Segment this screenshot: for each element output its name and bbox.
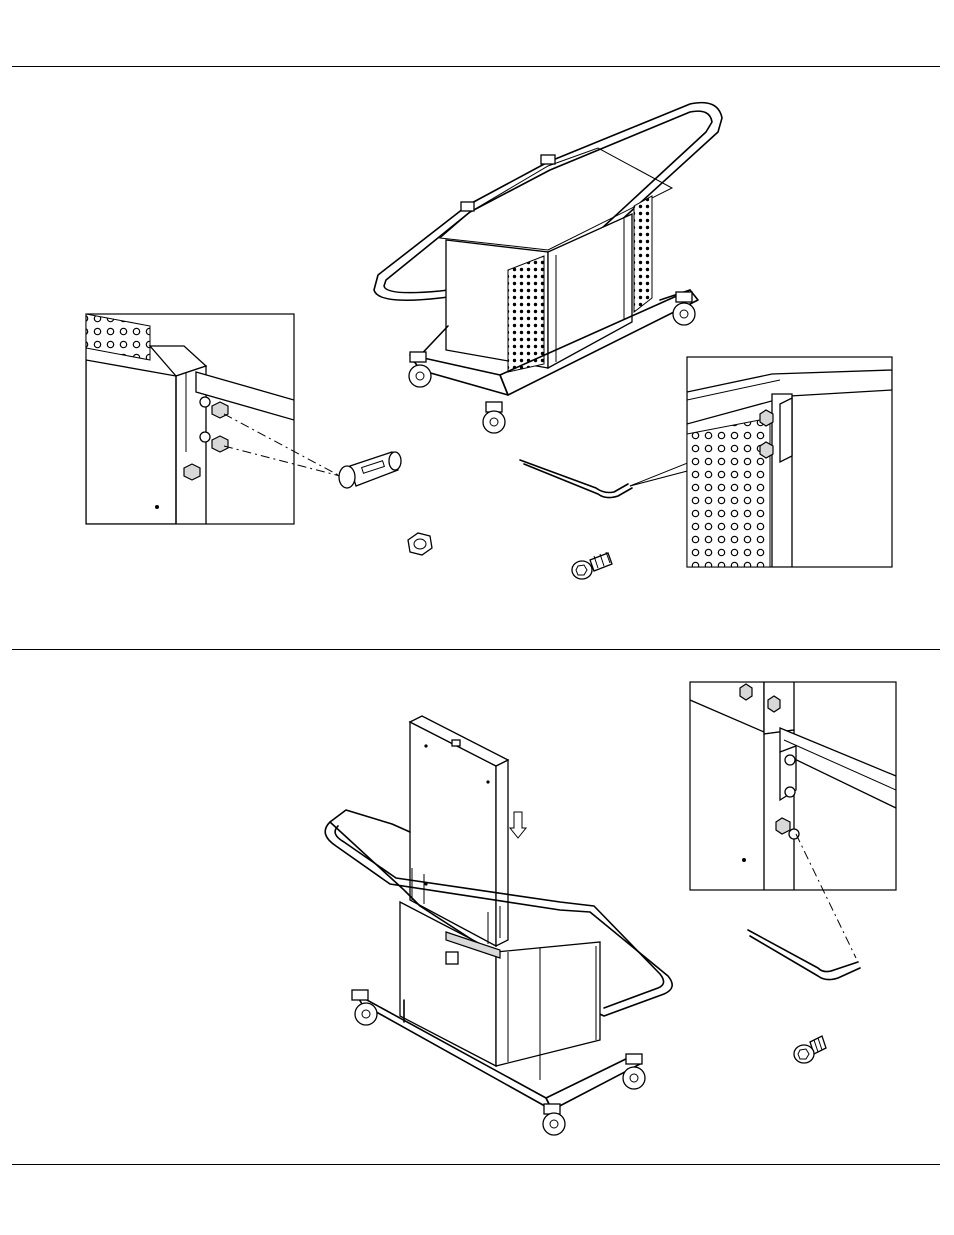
- detail-view-left: [86, 314, 340, 524]
- caster-icon: [483, 402, 505, 433]
- hex-bolt-icon: [572, 552, 612, 579]
- cart-frame-step1: [374, 103, 722, 433]
- cart-frame-step2: [325, 716, 672, 1135]
- nut-icon: [408, 533, 432, 555]
- hex-bolt-icon-step2: [794, 1036, 826, 1063]
- caster-icon: [409, 352, 431, 387]
- caster-icon: [352, 990, 377, 1025]
- detail-view-step2: [690, 682, 896, 958]
- caster-icon: [623, 1054, 645, 1089]
- caster-icon: [673, 292, 695, 325]
- down-arrow-icon: [510, 812, 526, 838]
- tube-spacer: [339, 452, 401, 488]
- allen-wrench-icon-step2: [748, 930, 860, 980]
- detail-view-right: [687, 357, 892, 567]
- caster-icon: [543, 1104, 565, 1135]
